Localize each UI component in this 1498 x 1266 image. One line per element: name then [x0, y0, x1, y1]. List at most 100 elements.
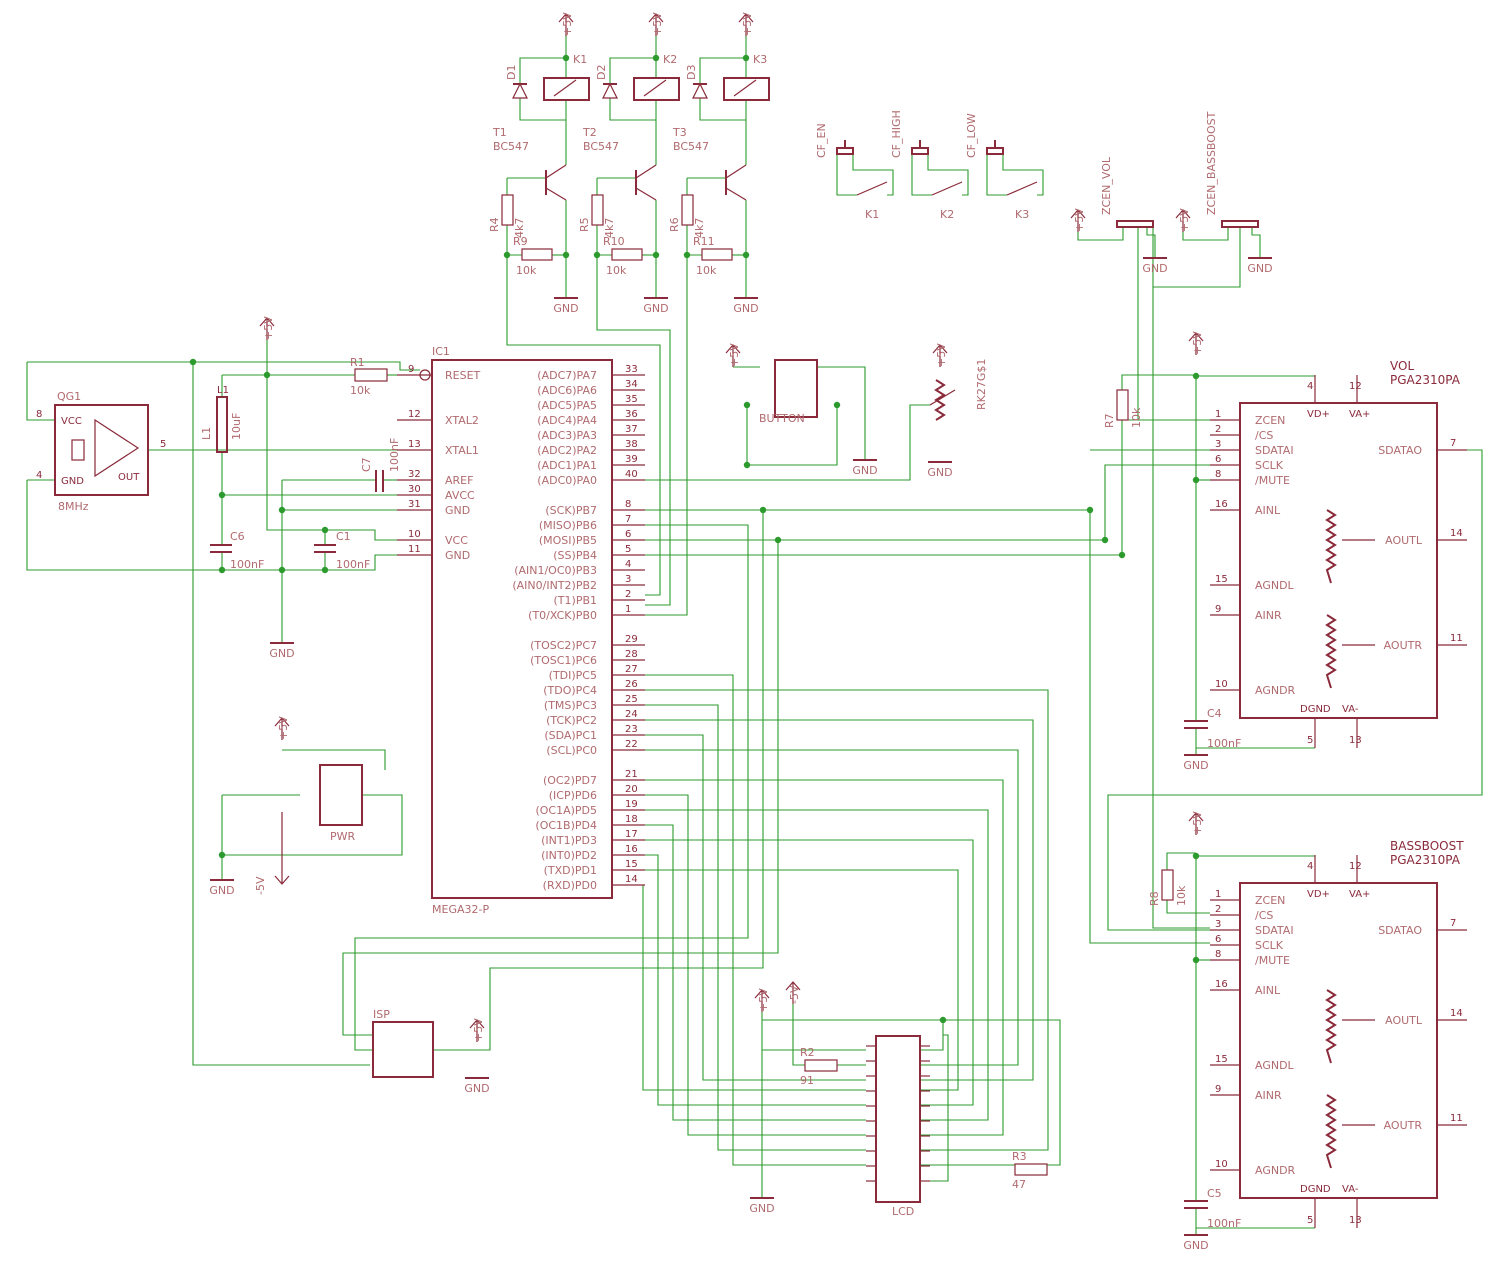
inductor-l1: [216, 396, 228, 453]
vcc-arrow-symbol: [1188, 332, 1204, 355]
mcu-pin-number: 7: [625, 514, 631, 525]
relay-coil-diagonal: [553, 79, 577, 97]
pga-pin-number: 3: [1215, 919, 1221, 930]
c7-ref: C7: [360, 457, 373, 472]
pga-pin-name: AOUTL: [1385, 1014, 1423, 1027]
mcu-pin-number: 24: [625, 709, 638, 720]
pga-pin-name: /CS: [1255, 429, 1273, 442]
capacitor-value: 100nF: [1207, 737, 1241, 750]
vcc-arrow-symbol: [738, 13, 754, 36]
relay-ref: K3: [753, 53, 767, 66]
pga-pin-name: DGND: [1300, 704, 1331, 715]
pwr-connector-label: PWR: [330, 830, 356, 843]
wire: [192, 362, 370, 1066]
contact-label: CF_LOW: [965, 113, 978, 158]
supply-label: +5V: [1073, 208, 1086, 232]
junction-dot: [1192, 372, 1200, 380]
ground-label: GND: [643, 302, 668, 315]
pga-pin-name: VA+: [1349, 409, 1370, 420]
wire: [645, 255, 688, 616]
relay-ref: K1: [573, 53, 587, 66]
mcu-pin-name: VCC: [445, 534, 468, 547]
resistor-r7: [1116, 389, 1129, 421]
resistor-ref: R5: [578, 217, 591, 232]
mcu-pin-number: 19: [625, 799, 638, 810]
capacitor-ref: C4: [1207, 707, 1222, 720]
junction-dot: [263, 371, 271, 379]
mcu-pin-name: (INT1)PD3: [541, 834, 597, 847]
mcu-pin-name: (ADC5)PA5: [537, 399, 597, 412]
neg-supply-label: -5V: [254, 876, 267, 895]
mcu-pin-number: 27: [625, 664, 638, 675]
mcu-pin-name: (OC1A)PD5: [535, 804, 597, 817]
mcu-pin-name: (TDO)PC4: [543, 684, 597, 697]
pga-pin-name: ZCEN: [1255, 894, 1285, 907]
wire: [645, 719, 1034, 1081]
wire: [852, 154, 894, 196]
ground-label: GND: [852, 464, 877, 477]
ground-label: GND: [927, 466, 952, 479]
pga-pin-name: AGNDL: [1255, 579, 1295, 592]
pga-pin-number: 11: [1450, 633, 1463, 644]
mcu-pin-number: 32: [408, 469, 421, 480]
header-body: [1221, 220, 1259, 228]
mcu-pin-name: (ADC4)PA4: [537, 414, 597, 427]
mcu-pin-name: AREF: [445, 474, 473, 487]
switch-contact: [931, 181, 963, 196]
mcu-pin-name: (T0/XCK)PB0: [528, 609, 597, 622]
reset-inverter-bubble: [419, 369, 431, 381]
mcu-pin-number: 4: [625, 559, 631, 570]
reset-wire: [27, 361, 420, 371]
c6-ref: C6: [230, 530, 245, 543]
mcu-pin-number: 16: [625, 844, 638, 855]
mcu-pin-name: (TDI)PC5: [549, 669, 597, 682]
mcu-pin-name: (TOSC2)PC7: [530, 639, 597, 652]
vcc-arrow-symbol: [725, 344, 741, 367]
pga-pin-number: 11: [1450, 1113, 1463, 1124]
pot-symbol: [934, 379, 946, 421]
ground-label: GND: [1247, 262, 1272, 275]
transistor-ref: T2: [582, 126, 597, 139]
mcu-pin-number: 30: [408, 484, 421, 495]
pga-pin-number: 14: [1450, 528, 1463, 539]
mcu-pin-number: 39: [625, 454, 638, 465]
wire: [519, 98, 566, 121]
transistor-type: BC547: [673, 140, 709, 153]
ground-label: GND: [209, 884, 234, 897]
junction-dot: [742, 54, 750, 62]
pga-pot-right: [1325, 1094, 1337, 1169]
wire: [1251, 227, 1261, 258]
resistor-r8: [1161, 869, 1174, 901]
mcu-pin-number: 23: [625, 724, 638, 735]
mcu-ref: IC1: [432, 345, 450, 358]
relay-coil-1: [543, 77, 590, 101]
mcu-pin-number: 21: [625, 769, 638, 780]
r8-ref: R8: [1148, 891, 1161, 906]
wire: [433, 510, 764, 1051]
vcc-arrow-symbol: [932, 344, 948, 367]
l1-ref: L1: [200, 427, 213, 440]
resistor-ref: R6: [668, 217, 681, 232]
supply-label: +5V: [651, 12, 664, 36]
supply-label: +5V: [561, 12, 574, 36]
junction-dot: [321, 526, 329, 534]
mcu-pin-name: (SCK)PB7: [545, 504, 597, 517]
pga-pin-number: 10: [1215, 679, 1228, 690]
mcu-pin-name: (AIN0/INT2)PB2: [512, 579, 597, 592]
vcc-arrow-symbol: [469, 1019, 485, 1042]
mcu-pin-name: (ICP)PD6: [549, 789, 597, 802]
resistor-r2: [804, 1059, 838, 1072]
mcu-pin-number: 9: [408, 364, 414, 375]
header-label: ZCEN_BASSBOOST: [1205, 111, 1218, 215]
pga-pin-name: AINR: [1255, 1089, 1282, 1102]
r3-ref: R3: [1012, 1150, 1027, 1163]
lcd-connector-label: LCD: [892, 1205, 914, 1218]
junction-dot: [683, 251, 691, 259]
junction-dot: [218, 491, 226, 499]
capacitor-ref: C5: [1207, 1187, 1222, 1200]
wire: [645, 704, 866, 1151]
pga-pin-name: AINL: [1255, 504, 1281, 517]
junction-dot: [774, 536, 782, 544]
mcu-pin-number: 8: [625, 499, 631, 510]
